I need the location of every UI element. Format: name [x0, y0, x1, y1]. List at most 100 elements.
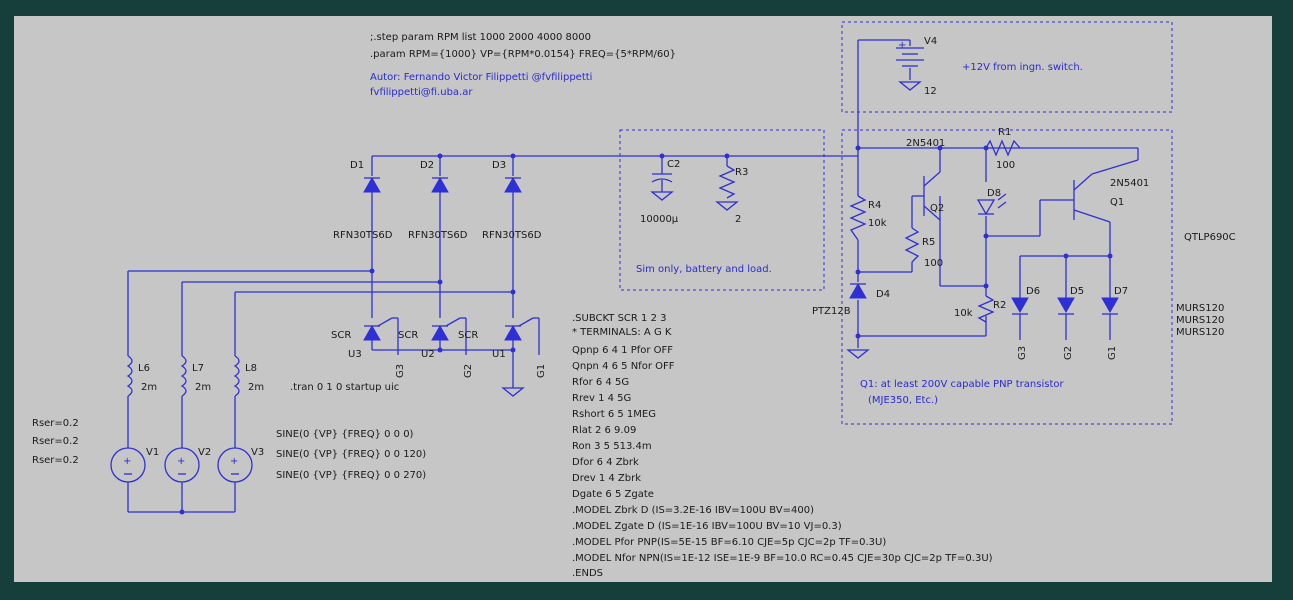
reg-gate-g2: G2: [1063, 346, 1074, 360]
gate-label-g2: G2: [463, 364, 474, 378]
v2-rser: Rser=0.2: [32, 436, 79, 447]
tran-directive[interactable]: .tran 0 1 0 startup uic: [290, 382, 399, 393]
d3-ref: D3: [492, 160, 506, 171]
inductor-l7[interactable]: [180, 355, 187, 448]
diode-d6[interactable]: [1011, 297, 1029, 315]
scr-cathode-bus: [372, 347, 516, 353]
diode-d1[interactable]: [363, 156, 381, 318]
load-box: [619, 129, 825, 291]
d8-ref: D8: [987, 188, 1001, 199]
diode-d2[interactable]: [431, 156, 449, 318]
scr-u3[interactable]: [363, 317, 399, 355]
subckt-line: Qnpn 4 6 5 Nfor OFF: [572, 361, 675, 372]
subckt-line: Dgate 6 5 Zgate: [572, 489, 654, 500]
r5-ref: R5: [922, 237, 935, 248]
subckt-line: Dfor 6 4 Zbrk: [572, 457, 639, 468]
scr-u2[interactable]: [431, 317, 467, 355]
regulator-box: [841, 129, 1173, 425]
capacitor-c2[interactable]: [650, 156, 674, 201]
r1-ref: R1: [998, 127, 1011, 138]
q1-part: QTLP690C: [1184, 232, 1236, 243]
schematic-canvas[interactable]: ;.step param RPM list 1000 2000 4000 800…: [14, 16, 1272, 582]
v1-ref: V1: [146, 447, 159, 458]
subckt-line: Rshort 6 5 1MEG: [572, 409, 656, 420]
subckt-line: Rfor 6 4 5G: [572, 377, 629, 388]
diode-d5[interactable]: [1057, 297, 1075, 315]
subckt-line: .MODEL Nfor NPN(IS=1E-12 ISE=1E-9 BF=10.…: [572, 553, 993, 564]
l6-value: 2m: [141, 382, 157, 393]
q1-model: 2N5401: [1110, 178, 1149, 189]
source-v1[interactable]: +: [110, 447, 146, 512]
neutral-wire: [128, 509, 235, 515]
resistor-r3[interactable]: [715, 156, 739, 211]
source-v3[interactable]: +: [217, 447, 253, 512]
r2-value: 10k: [954, 308, 973, 319]
subckt-line: .MODEL Pfor PNP(IS=5E-15 BF=6.10 CJE=5p …: [572, 537, 886, 548]
u1-label: SCR: [458, 330, 478, 341]
transistor-q1[interactable]: [1039, 159, 1139, 236]
d2-model: RFN30TS6D: [408, 230, 468, 241]
murs-label-2: MURS120: [1176, 315, 1224, 326]
author-comment: Autor: Fernando Victor Filippetti @fvfil…: [370, 72, 592, 83]
d6-ref: D6: [1026, 286, 1040, 297]
resistor-r1[interactable]: [985, 139, 1021, 157]
d1-model: RFN30TS6D: [333, 230, 393, 241]
transistor-q2[interactable]: [904, 148, 941, 263]
v3-rser: Rser=0.2: [32, 455, 79, 466]
r2-ref: R2: [993, 300, 1006, 311]
d5-ref: D5: [1070, 286, 1084, 297]
q2-ref: Q2: [930, 203, 944, 214]
resistor-r2[interactable]: [977, 295, 995, 323]
r3-value: 2: [735, 214, 741, 225]
subckt-line: .MODEL Zbrk D (IS=3.2E-16 IBV=100U BV=40…: [572, 505, 814, 516]
d2-ref: D2: [420, 160, 434, 171]
battery-note: +12V from ingn. switch.: [962, 62, 1083, 73]
c2-ref: C2: [667, 159, 680, 170]
q1-ref: Q1: [1110, 197, 1124, 208]
inductor-l8[interactable]: [233, 355, 240, 448]
l7-value: 2m: [195, 382, 211, 393]
r3-ref: R3: [735, 167, 748, 178]
subckt-listing: .SUBCKT SCR 1 2 3 * TERMINALS: A G K Qpn…: [572, 313, 993, 579]
reg-gate-g1: G1: [1107, 346, 1118, 360]
battery-v4[interactable]: +: [858, 39, 924, 91]
diode-d3[interactable]: [504, 156, 522, 318]
d1-ref: D1: [350, 160, 364, 171]
v3-ref: V3: [251, 447, 264, 458]
gate-label-g3: G3: [395, 364, 406, 378]
subckt-line: .ENDS: [572, 568, 603, 579]
d3-model: RFN30TS6D: [482, 230, 542, 241]
param-directive[interactable]: .param RPM={1000} VP={RPM*0.0154} FREQ={…: [370, 49, 676, 60]
d4-ref: D4: [876, 289, 890, 300]
svg-text:+: +: [898, 40, 906, 51]
diode-d7[interactable]: [1101, 297, 1119, 315]
d7-ref: D7: [1114, 286, 1128, 297]
subckt-line: Rrev 1 4 5G: [572, 393, 631, 404]
resistor-r4[interactable]: [849, 195, 867, 241]
step-directive[interactable]: ;.step param RPM list 1000 2000 4000 800…: [370, 32, 591, 43]
inductor-l6[interactable]: [126, 355, 133, 448]
murs-label-3: MURS120: [1176, 327, 1224, 338]
u1-ref: U1: [492, 349, 506, 360]
subckt-line: Rlat 2 6 9.09: [572, 425, 636, 436]
scr-u1[interactable]: [501, 317, 540, 397]
l6-ref: L6: [138, 363, 150, 374]
zener-d4[interactable]: [849, 282, 867, 299]
q1-note: Q1: at least 200V capable PNP transistor: [860, 379, 1064, 390]
v3-spec: SINE(0 {VP} {FREQ} 0 0 270): [276, 470, 426, 481]
l7-ref: L7: [192, 363, 204, 374]
gate-label-g1: G1: [536, 364, 547, 378]
battery-box: [841, 21, 1173, 113]
c2-value: 10000µ: [640, 214, 679, 225]
subckt-line: .MODEL Zgate D (IS=1E-16 IBV=100U BV=10 …: [572, 521, 842, 532]
u2-ref: U2: [421, 349, 435, 360]
v2-ref: V2: [198, 447, 211, 458]
load-note: Sim only, battery and load.: [636, 264, 772, 275]
r4-value: 10k: [868, 218, 887, 229]
murs-label-1: MURS120: [1176, 303, 1224, 314]
led-d8[interactable]: [976, 193, 1007, 216]
v1-rser: Rser=0.2: [32, 418, 79, 429]
subckt-line: .SUBCKT SCR 1 2 3: [572, 313, 666, 324]
source-v2[interactable]: +: [164, 447, 200, 512]
r5-value: 100: [924, 258, 943, 269]
